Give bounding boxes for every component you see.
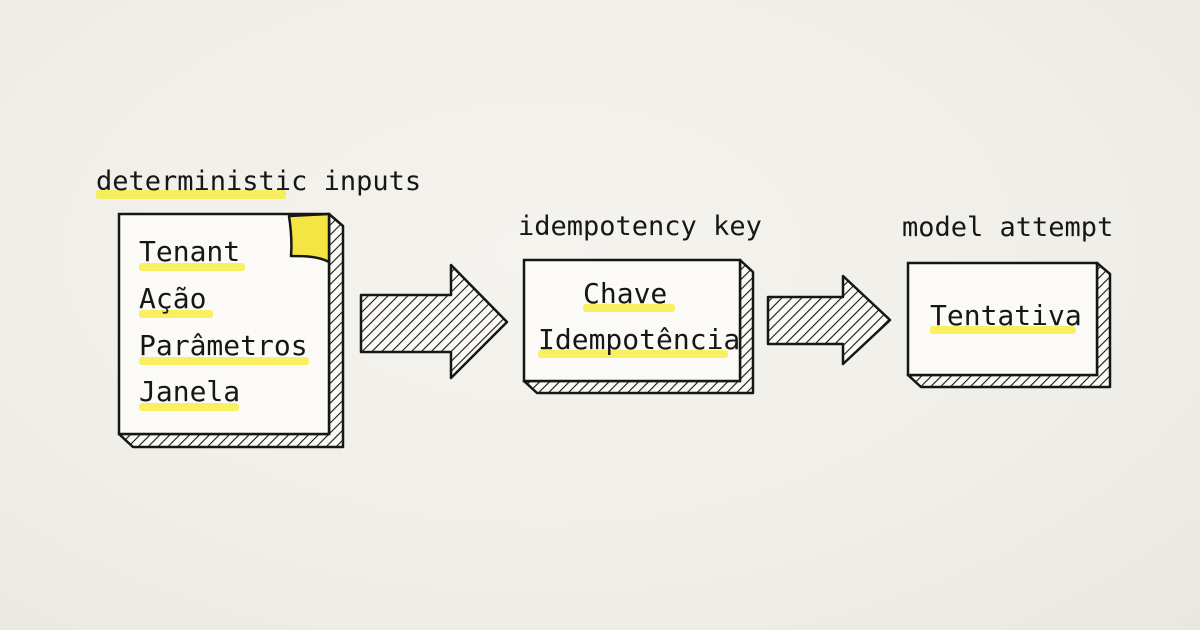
arrow-icon-1	[359, 263, 509, 380]
note-corner-icon	[287, 212, 331, 264]
key-line-idempotencia: Idempotência	[538, 323, 741, 356]
tentativa-highlight	[930, 326, 1076, 334]
inputs-caption: deterministic inputs	[96, 166, 422, 197]
tenant-highlight	[139, 263, 245, 271]
input-item-parametros: Parâmetros	[139, 329, 308, 362]
attempt-box	[906, 261, 1112, 389]
parametros-highlight	[139, 357, 309, 365]
arrow-icon-2	[766, 274, 892, 366]
key-box-face	[522, 258, 742, 383]
chave-highlight	[583, 304, 675, 312]
acao-highlight	[139, 310, 213, 318]
key-box	[522, 258, 755, 395]
attempt-box-face	[906, 261, 1099, 377]
key-caption: idempotency key	[518, 211, 762, 242]
input-item-tenant: Tenant	[139, 235, 241, 268]
inputs-box	[117, 212, 345, 449]
caption-highlight	[96, 190, 286, 199]
idempotencia-highlight	[538, 350, 728, 358]
attempt-caption: model attempt	[902, 212, 1114, 243]
key-line-chave: Chave	[583, 277, 668, 310]
janela-highlight	[139, 403, 239, 411]
input-item-janela: Janela	[139, 375, 241, 408]
attempt-label: Tentativa	[930, 299, 1082, 332]
input-item-acao: Ação	[139, 282, 207, 315]
